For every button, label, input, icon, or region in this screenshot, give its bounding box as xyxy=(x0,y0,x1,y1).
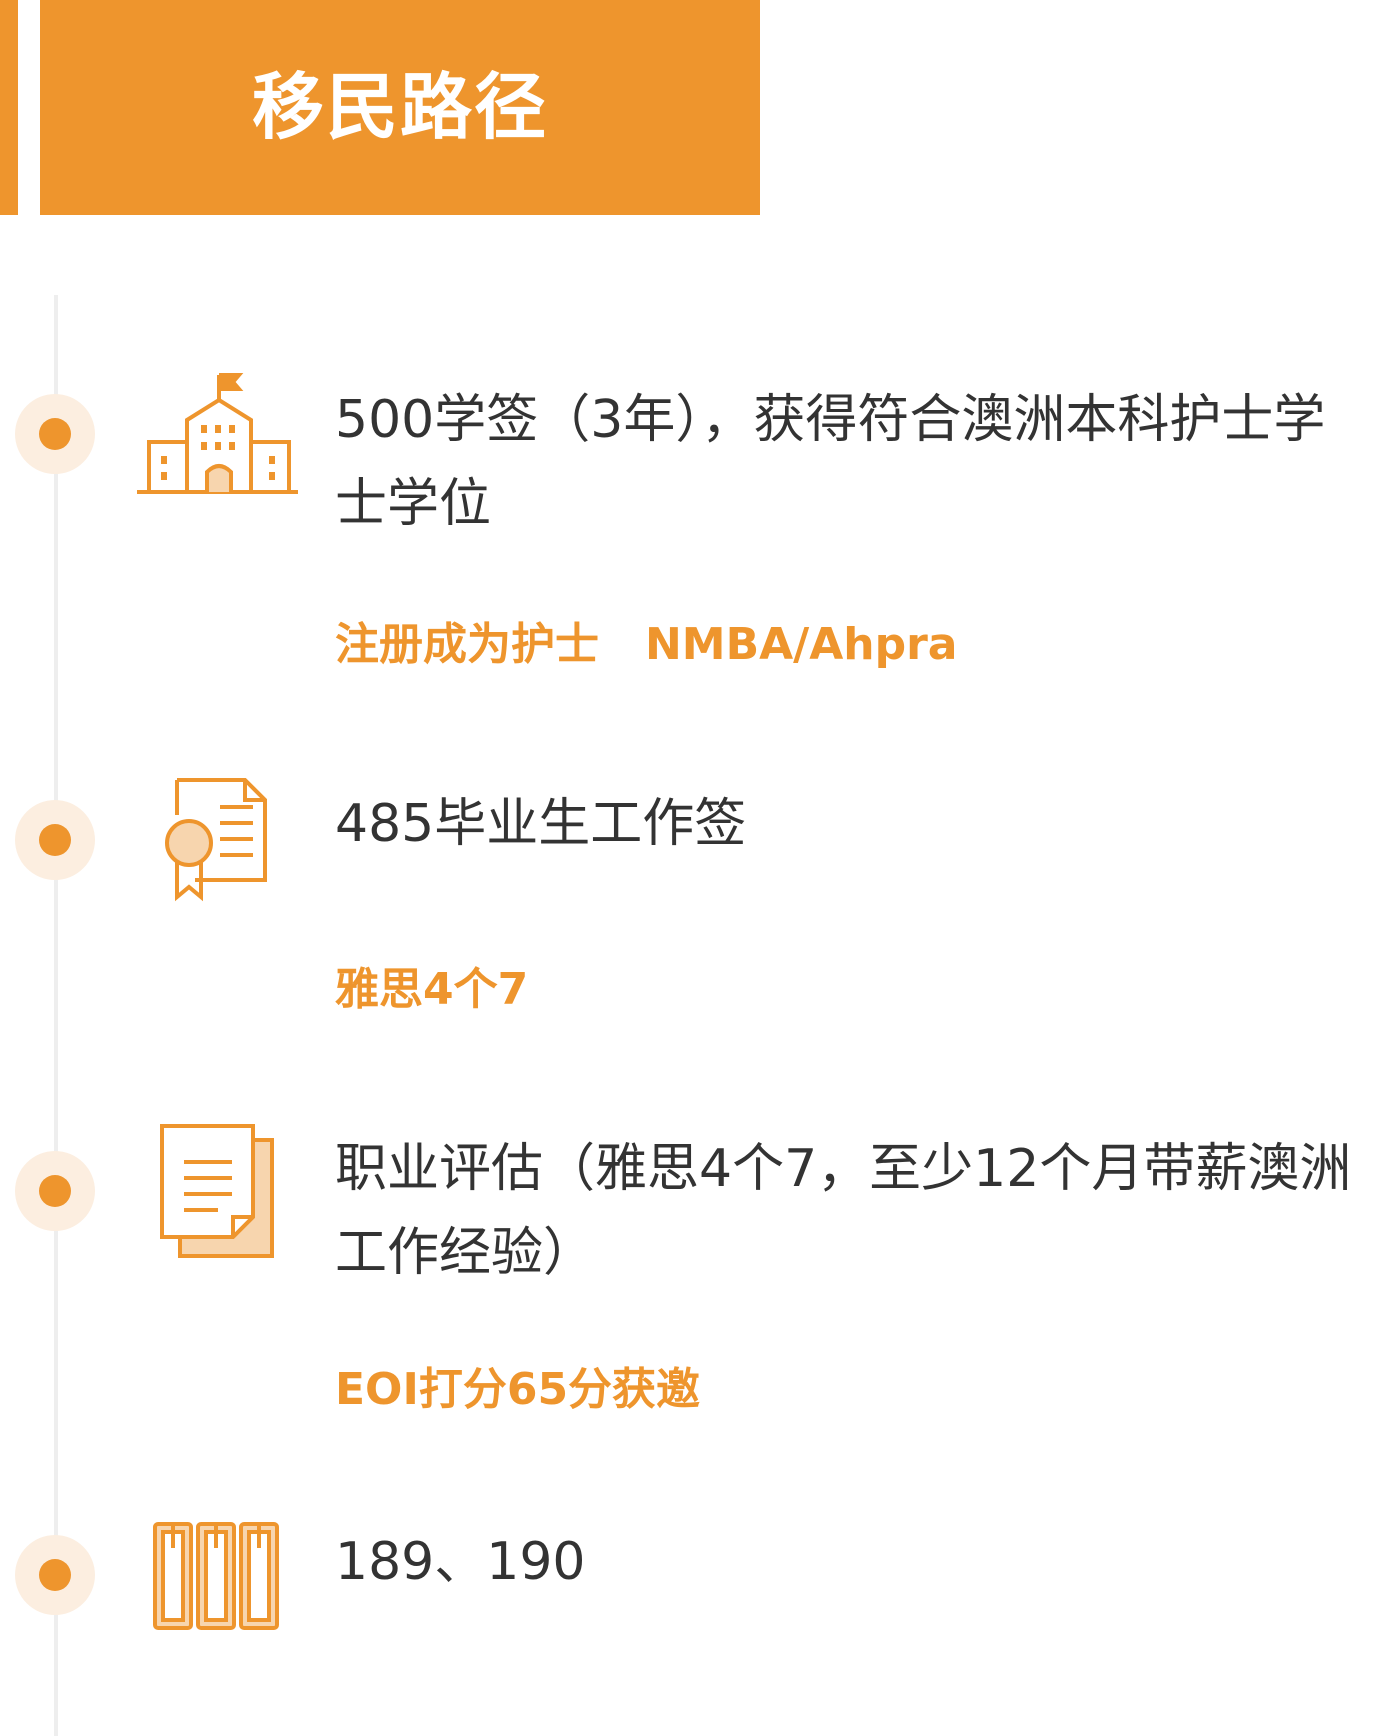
page-title: 移民路径 xyxy=(251,65,548,149)
step-main-text: 189、190 xyxy=(335,1532,586,1592)
certificate-document-icon xyxy=(165,775,270,905)
step-main-text: 500学签（3年），获得符合澳洲本科护士学士学位 xyxy=(335,390,1326,534)
header-accent-bar xyxy=(0,0,18,215)
step-sub-text: 雅思4个7 xyxy=(335,964,529,1015)
timeline-node xyxy=(15,800,95,880)
school-building-icon xyxy=(135,370,300,500)
timeline-dot xyxy=(39,824,71,856)
step-sub-text: EOI打分65分获邀 xyxy=(335,1364,701,1415)
timeline-line xyxy=(54,295,58,1736)
timeline-node xyxy=(15,394,95,474)
step-main-text: 485毕业生工作签 xyxy=(335,794,747,854)
step-main-text: 职业评估（雅思4个7，至少12个月带薪澳洲工作经验） xyxy=(335,1139,1352,1283)
timeline-dot xyxy=(39,1559,71,1591)
timeline-node xyxy=(15,1535,95,1615)
timeline-dot xyxy=(39,1175,71,1207)
books-icon xyxy=(150,1518,282,1633)
documents-stack-icon xyxy=(158,1122,278,1262)
header-banner: 移民路径 xyxy=(40,0,760,215)
step-sub-text: 注册成为护士 NMBA/Ahpra xyxy=(335,619,958,670)
timeline-dot xyxy=(39,418,71,450)
timeline-node xyxy=(15,1151,95,1231)
